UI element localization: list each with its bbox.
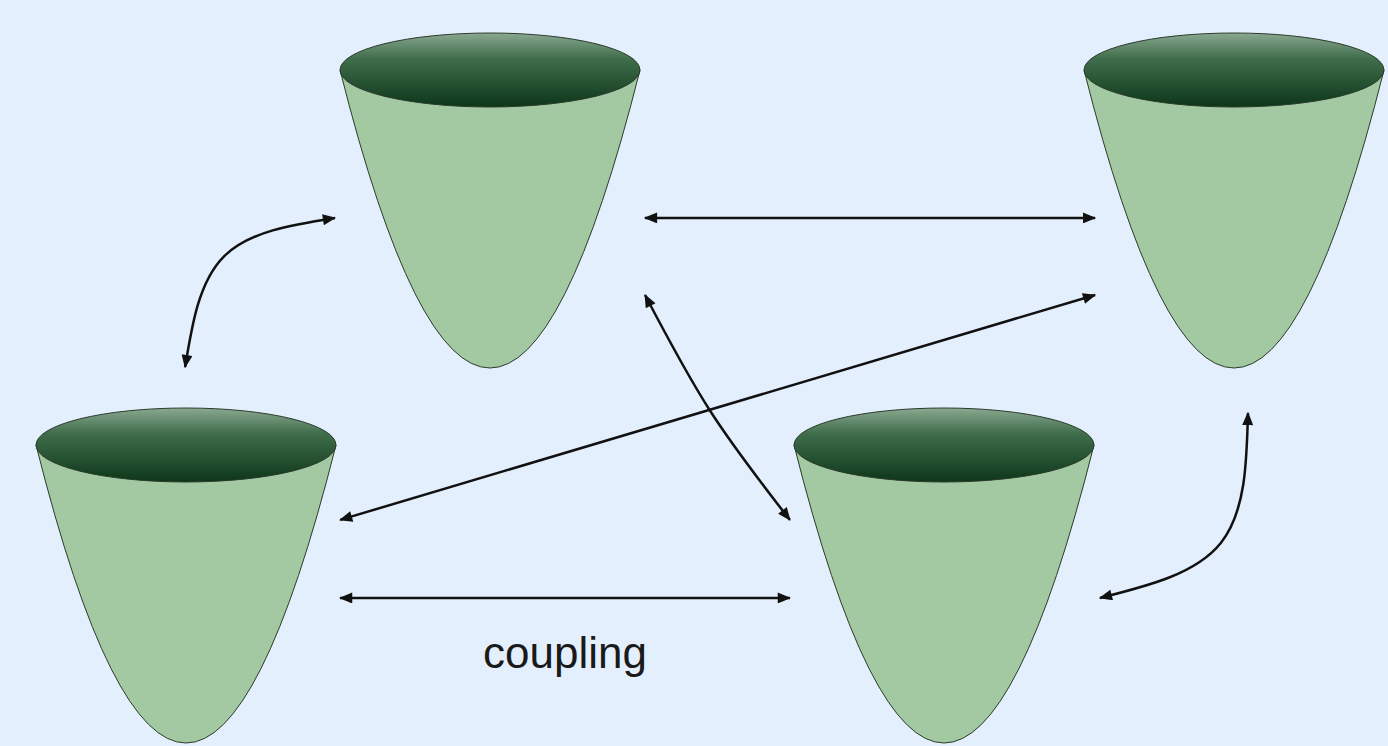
well-rim bbox=[340, 33, 640, 107]
well-outline bbox=[338, 32, 642, 370]
edge-label: coupling bbox=[479, 628, 651, 678]
coupling-arrow bbox=[185, 218, 335, 367]
potential-well bbox=[338, 32, 642, 370]
well-rim bbox=[36, 408, 336, 482]
coupling-arrow bbox=[1100, 413, 1248, 598]
well-body bbox=[1084, 70, 1384, 368]
well-body bbox=[794, 445, 1094, 743]
coupling-arrow bbox=[645, 217, 1095, 220]
well-body bbox=[340, 70, 640, 368]
well-body bbox=[36, 445, 336, 743]
coupling-arrow bbox=[340, 597, 790, 600]
well-outline bbox=[792, 407, 1096, 745]
potential-well bbox=[792, 407, 1096, 745]
well-rim bbox=[794, 408, 1094, 482]
potential-well bbox=[34, 407, 338, 745]
potential-well bbox=[1082, 32, 1386, 370]
well-outline bbox=[34, 407, 338, 745]
well-rim bbox=[1084, 33, 1384, 107]
well-outline bbox=[1082, 32, 1386, 370]
